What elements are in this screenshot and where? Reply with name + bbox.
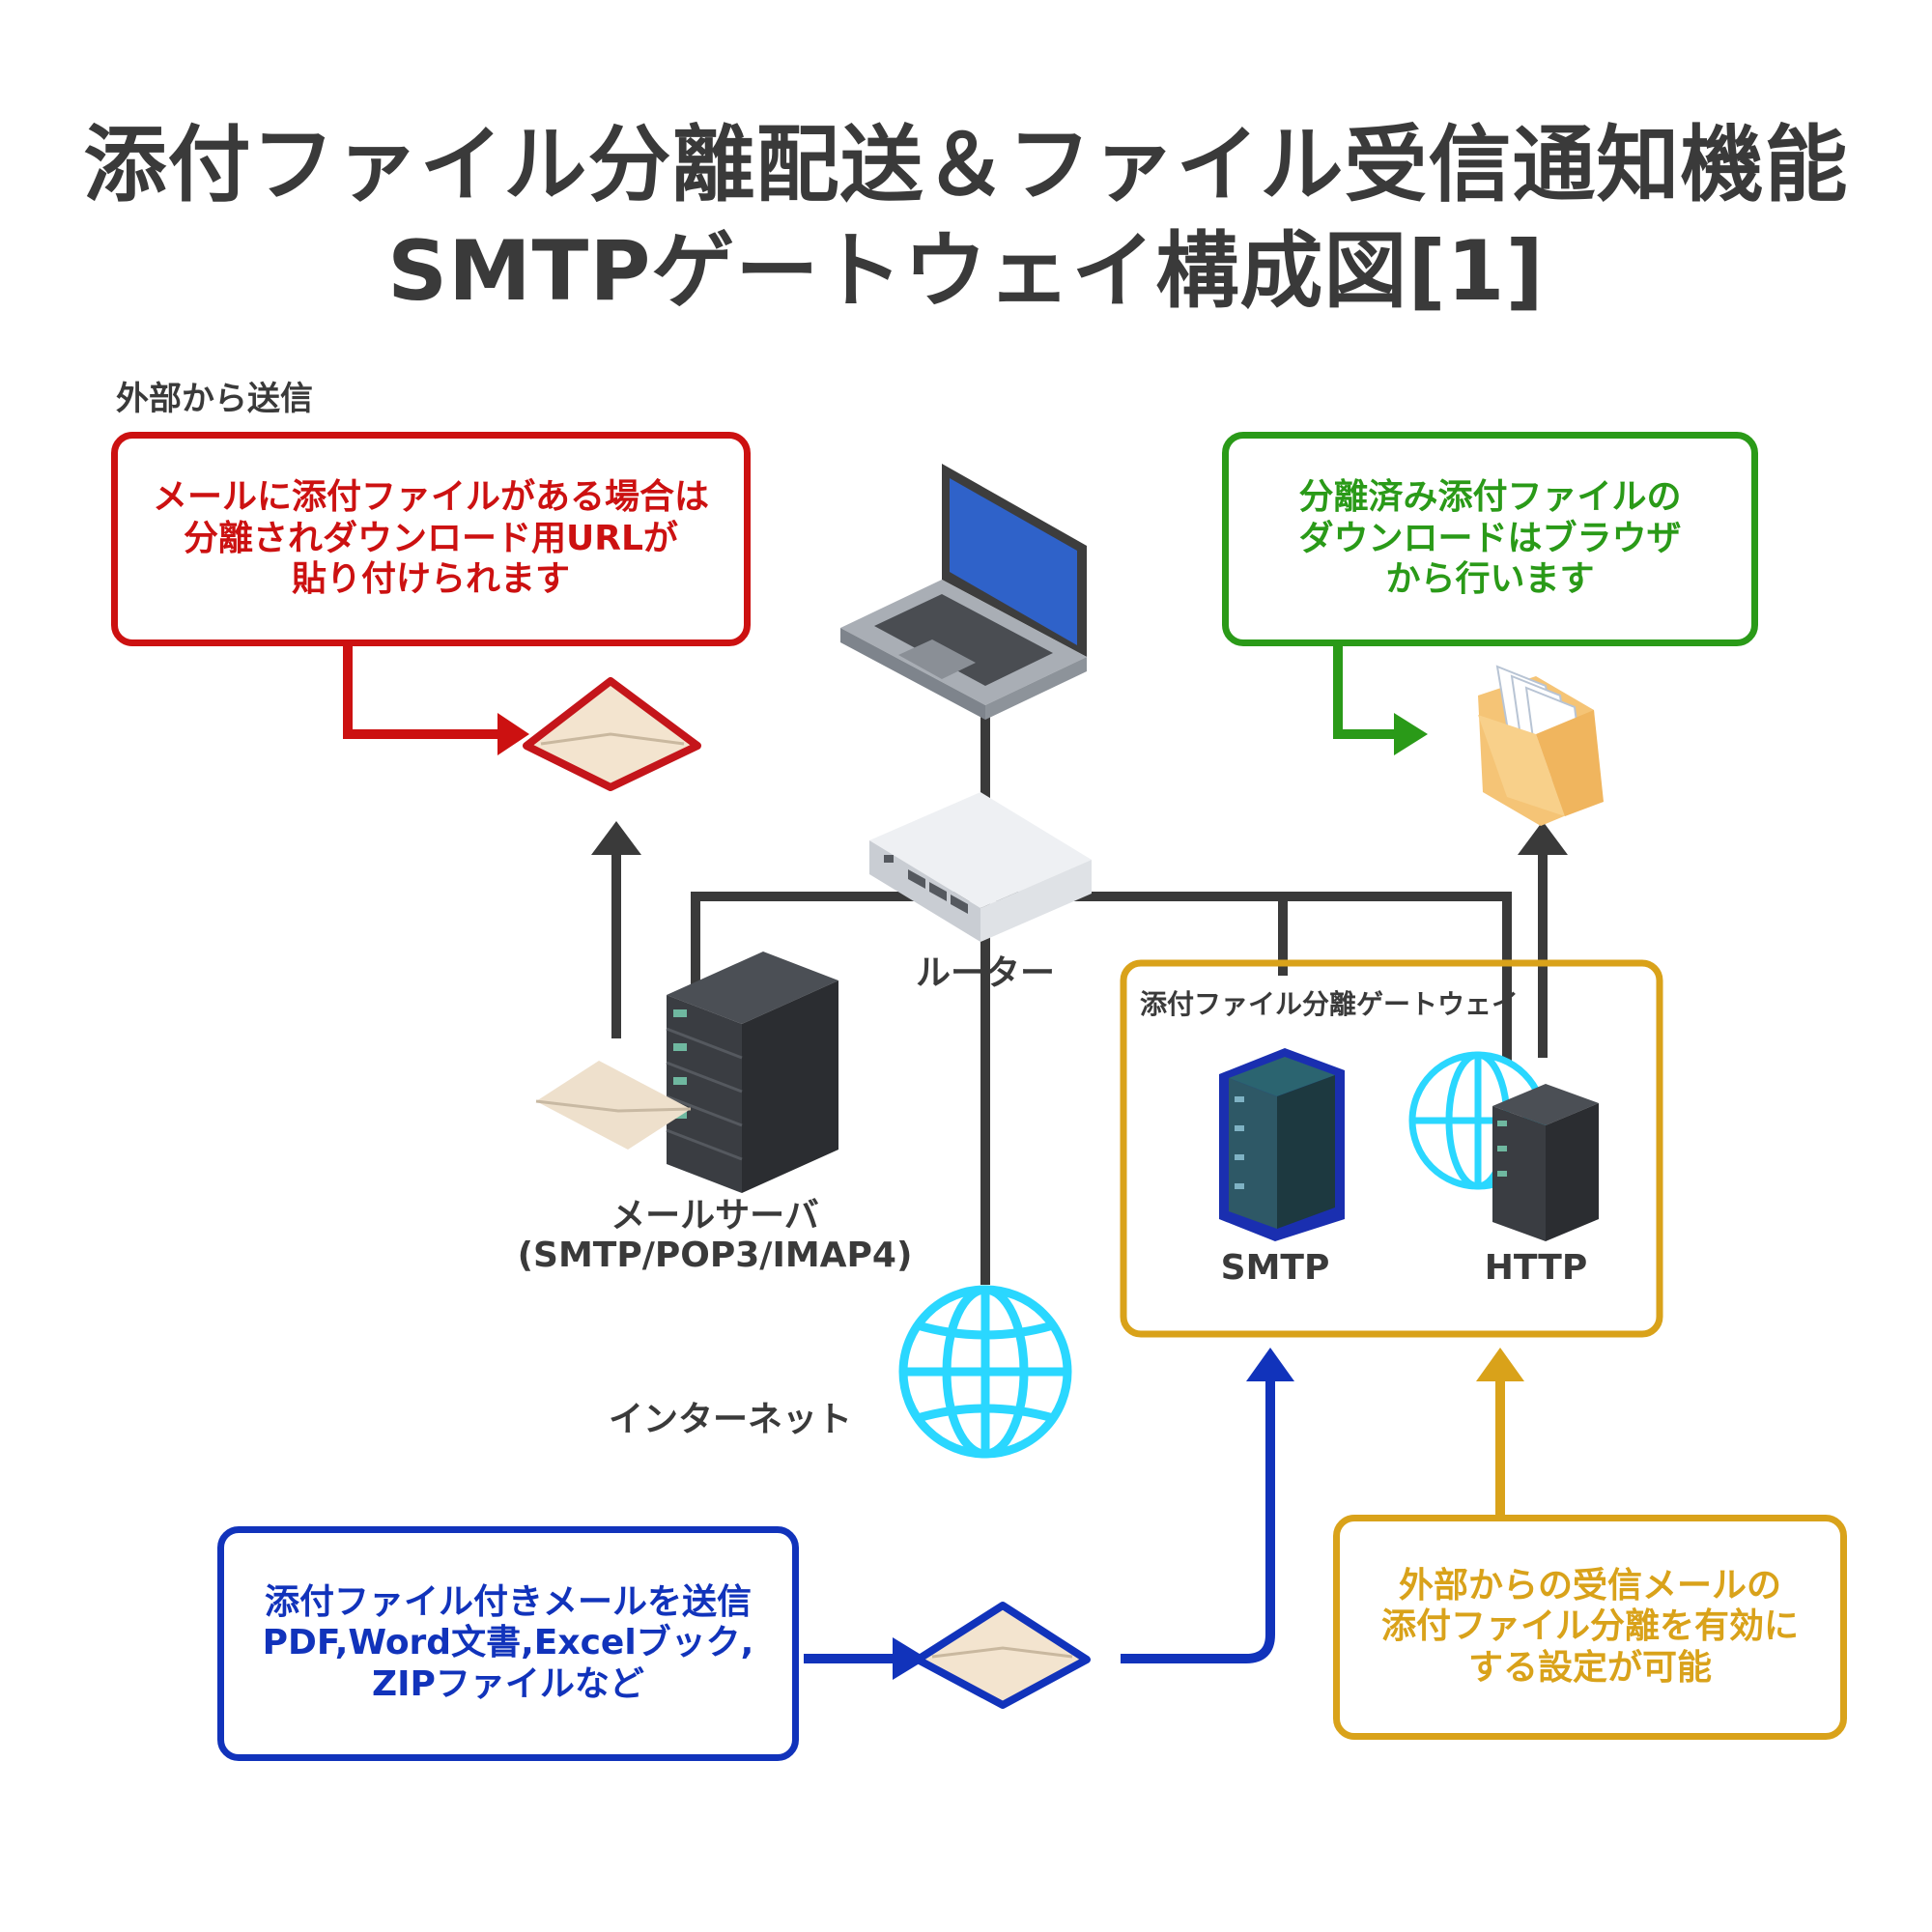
blue-arrowhead	[1246, 1348, 1294, 1381]
green-callout: 分離済み添付ファイルの ダウンロードはブラウザ から行います	[1222, 432, 1758, 646]
red-callout: メールに添付ファイルがある場合は 分離されダウンロード用URLが 貼り付けられま…	[111, 432, 751, 646]
smtp-label: SMTP	[1220, 1248, 1330, 1288]
green-arrowhead	[1394, 713, 1428, 755]
envelope-icon	[535, 1061, 692, 1150]
diagram-title-line1: 添付ファイル分離配送＆ファイル受信通知機能	[83, 117, 1849, 213]
internet-label: インターネット	[609, 1400, 853, 1439]
green-connector	[1333, 645, 1399, 739]
blue-connector	[1121, 1377, 1275, 1663]
router-icon	[869, 792, 1092, 942]
router-label: ルーター	[915, 953, 1055, 993]
router-bus-line	[691, 892, 1512, 1063]
smtp-server-icon	[1219, 1048, 1345, 1241]
external-send-label: 外部から送信	[116, 380, 313, 418]
mail-server-label: メールサーバ (SMTP/POP3/IMAP4)	[517, 1196, 913, 1276]
http-server-icon	[1492, 1084, 1599, 1241]
gold-callout: 外部からの受信メールの 添付ファイル分離を有効に する設定が可能	[1333, 1515, 1847, 1740]
red-callout-text: メールに添付ファイルがある場合は 分離されダウンロード用URLが 貼り付けられま…	[152, 477, 709, 600]
network-lines	[691, 715, 1512, 1285]
green-callout-text: 分離済み添付ファイルの ダウンロードはブラウザ から行います	[1298, 477, 1682, 600]
diagram-title-line2: SMTPゲートウェイ構成図[1]	[387, 223, 1545, 320]
http-label: HTTP	[1484, 1248, 1588, 1288]
folder-icon	[1478, 665, 1604, 826]
gold-callout-text: 外部からの受信メールの 添付ファイル分離を有効に する設定が可能	[1380, 1565, 1799, 1688]
envelope-icon	[914, 1602, 1091, 1709]
red-arrowhead	[497, 713, 529, 755]
blue-callout: 添付ファイル付きメールを送信 PDF,Word文書,Excelブック, ZIPフ…	[217, 1526, 799, 1761]
gateway-frame	[1120, 959, 1663, 1338]
laptop-icon	[840, 464, 1087, 720]
mail-server-icon	[666, 952, 838, 1193]
gateway-title: 添付ファイル分離ゲートウェイ	[1140, 988, 1520, 1020]
envelope-icon	[523, 677, 701, 791]
red-connector	[343, 645, 502, 739]
globe-icon	[898, 1285, 1072, 1459]
blue-callout-text: 添付ファイル付きメールを送信 PDF,Word文書,Excelブック, ZIPフ…	[262, 1581, 754, 1704]
